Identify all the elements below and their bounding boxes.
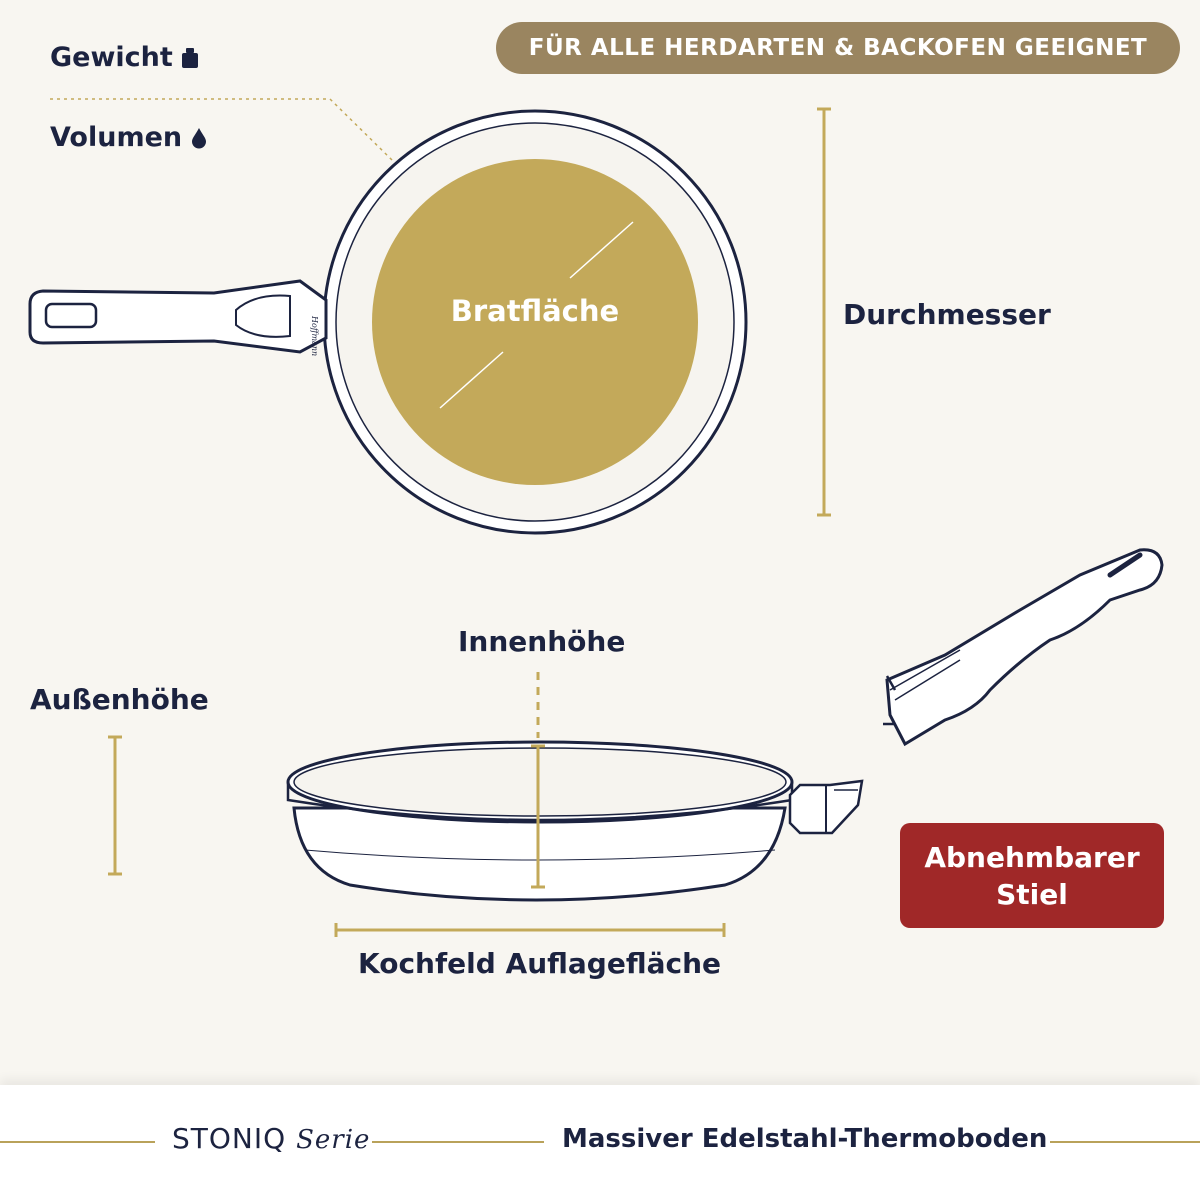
footer-divider-left	[0, 1141, 155, 1143]
series-name-text: STONIQ	[172, 1122, 287, 1155]
cooktop-surface-measure	[334, 923, 726, 937]
diameter-label: Durchmesser	[843, 298, 1051, 331]
volume-label: Volumen	[50, 122, 208, 153]
series-name: STONIQ Serie	[172, 1122, 370, 1155]
compatibility-badge: FÜR ALLE HERDARTEN & BACKOFEN GEEIGNET	[496, 22, 1180, 74]
outer-height-label: Außenhöhe	[30, 683, 209, 716]
feature-text: Massiver Edelstahl-Thermoboden	[562, 1124, 1048, 1154]
pan-side-view	[286, 740, 864, 902]
series-suffix: Serie	[296, 1125, 371, 1155]
frying-surface-label: Bratfläche	[450, 294, 620, 328]
leader-line	[50, 98, 393, 161]
inner-height-label: Innenhöhe	[458, 625, 626, 658]
frying-surface	[372, 159, 698, 485]
weight-label-text: Gewicht	[50, 42, 173, 73]
drop-icon	[192, 127, 207, 148]
pan-illustration: Hoffmann	[28, 98, 1164, 937]
weight-icon	[181, 47, 198, 68]
footer-divider-middle	[372, 1141, 544, 1143]
weight-label: Gewicht	[50, 42, 199, 73]
volume-label-text: Volumen	[50, 122, 183, 153]
diameter-measure	[817, 107, 831, 517]
outer-height-measure	[108, 735, 122, 876]
handle-top	[28, 279, 328, 354]
footer-bar	[0, 1085, 1200, 1200]
cooktop-surface-label: Kochfeld Auflagefläche	[358, 947, 721, 980]
svg-text:Hoffmann: Hoffmann	[310, 315, 319, 356]
pan-top-view: Hoffmann	[28, 109, 748, 535]
removable-handle-line2: Stiel	[996, 877, 1068, 911]
compatibility-badge-text: FÜR ALLE HERDARTEN & BACKOFEN GEEIGNET	[528, 35, 1148, 61]
inner-height-measure	[531, 672, 545, 889]
removable-handle-line1: Abnehmbarer	[924, 840, 1140, 874]
footer-divider-right	[1050, 1141, 1200, 1143]
removable-handle-badge: Abnehmbarer Stiel	[900, 823, 1164, 928]
detached-handle	[883, 548, 1164, 747]
